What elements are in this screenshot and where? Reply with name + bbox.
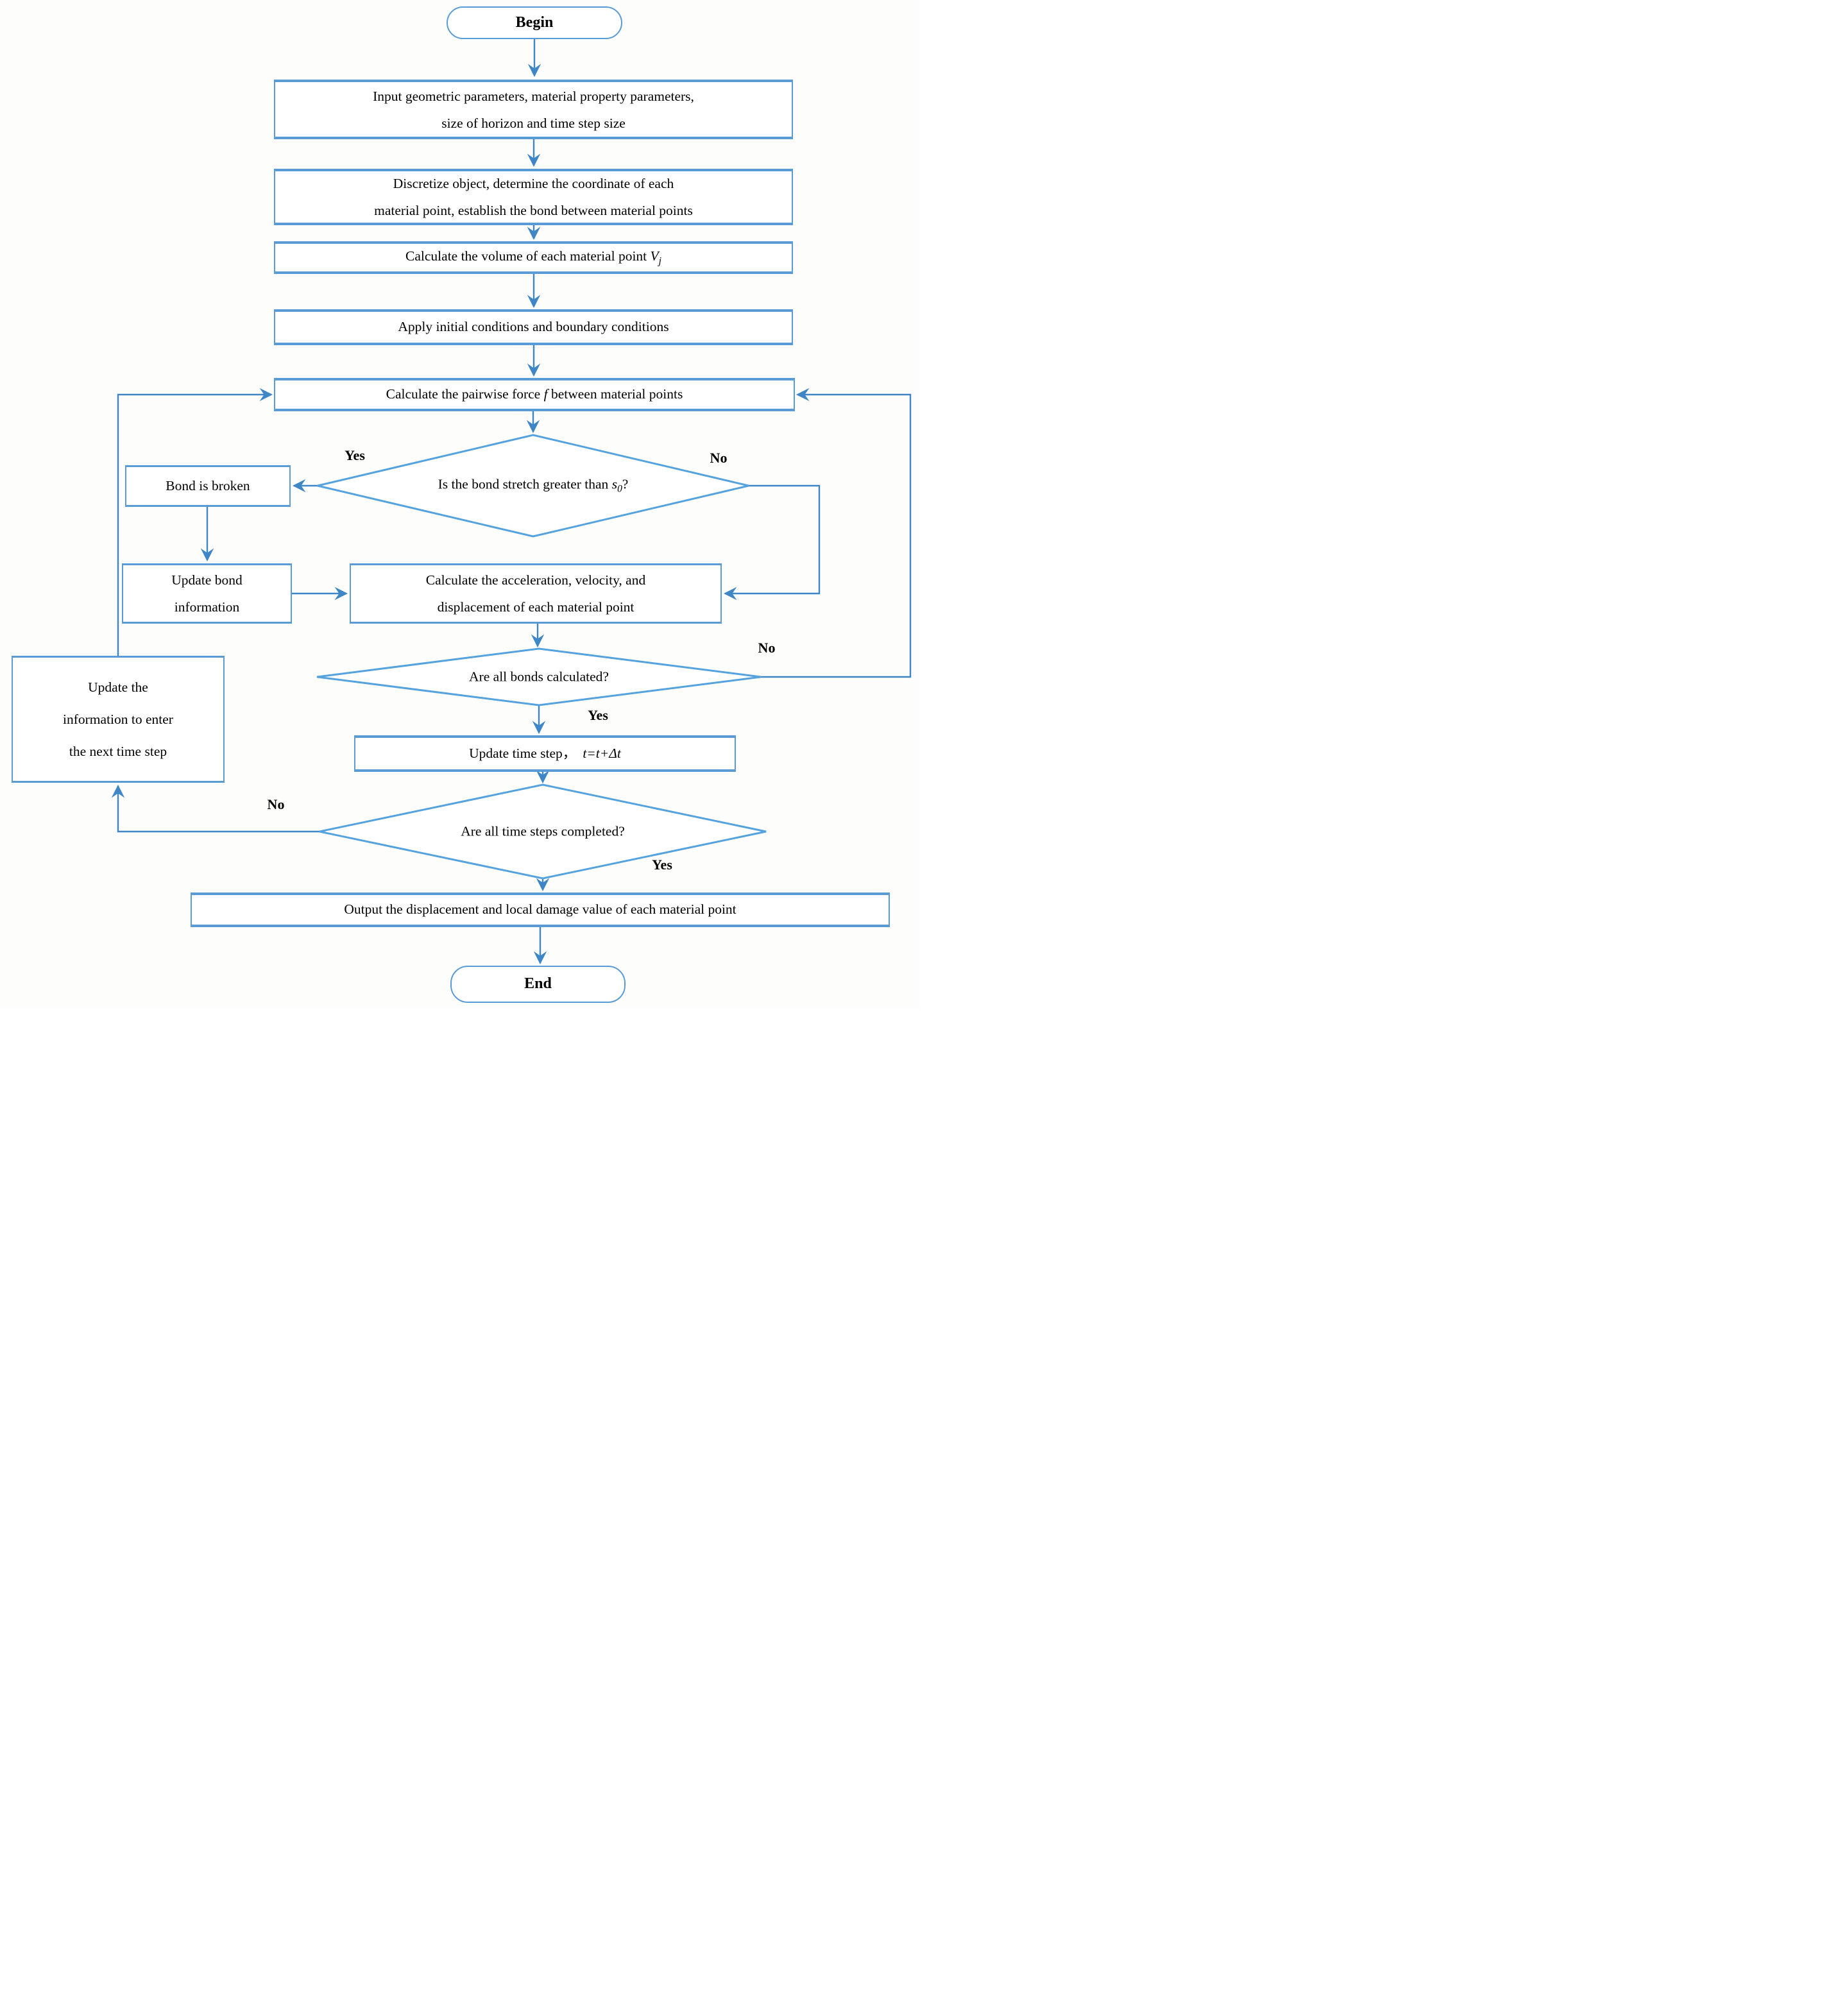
begin-terminal: Begin <box>447 6 622 39</box>
edge-label-bonds-no: No <box>758 640 776 656</box>
input-line1: Input geometric parameters, material pro… <box>373 88 694 104</box>
update-time-text: Update time step， <box>469 745 577 761</box>
update-bond-line1: Update bond <box>171 572 243 588</box>
process-update-bond: Update bond information <box>122 563 292 624</box>
edge-stretch-no-to-calc-accel <box>723 484 821 601</box>
decision-bond-stretch-label: Is the bond stretch greater than s0? <box>438 476 629 495</box>
edge-label-bonds-yes: Yes <box>588 707 608 723</box>
volume-variable: V <box>650 248 659 264</box>
process-update-info-next-step: Update the information to enter the next… <box>12 656 225 783</box>
process-pairwise-force: Calculate the pairwise force f between m… <box>274 378 795 411</box>
calc-accel-line1: Calculate the acceleration, velocity, an… <box>425 572 646 588</box>
stretch-subscript: 0 <box>617 483 622 495</box>
volume-label: Calculate the volume of each material po… <box>405 248 661 268</box>
process-discretize-object: Discretize object, determine the coordin… <box>274 169 793 225</box>
process-input-parameters: Input geometric parameters, material pro… <box>274 80 793 139</box>
apply-label: Apply initial conditions and boundary co… <box>398 319 669 335</box>
pairwise-text-post: between material points <box>547 386 683 402</box>
stretch-text: Is the bond stretch greater than <box>438 476 612 492</box>
update-time-formula: t=t+Δt <box>583 745 621 761</box>
discretize-line2: material point, establish the bond betwe… <box>374 203 693 218</box>
process-calculate-volume: Calculate the volume of each material po… <box>274 241 793 274</box>
update-time-label: Update time step， t=t+Δt <box>469 745 621 763</box>
pairwise-variable: f <box>543 386 548 402</box>
process-update-time-step: Update time step， t=t+Δt <box>354 735 736 772</box>
input-line2: size of horizon and time step size <box>441 115 626 131</box>
edge-label-steps-yes: Yes <box>652 857 672 873</box>
end-terminal: End <box>450 966 626 1003</box>
volume-subscript: j <box>658 255 661 267</box>
pairwise-text-pre: Calculate the pairwise force <box>386 386 544 402</box>
stretch-question-mark: ? <box>622 476 629 492</box>
discretize-line1: Discretize object, determine the coordin… <box>393 176 674 191</box>
flowchart-figure: Begin Input geometric parameters, materi… <box>0 0 920 1008</box>
output-label: Output the displacement and local damage… <box>344 901 737 918</box>
pairwise-label: Calculate the pairwise force f between m… <box>386 386 683 404</box>
update-info-line3: the next time step <box>69 744 167 759</box>
decision-all-bonds-label: Are all bonds calculated? <box>469 669 609 685</box>
edge-update-info-to-pairwise <box>117 388 273 656</box>
calc-accel-line2: displacement of each material point <box>437 599 635 615</box>
edge-label-stretch-no: No <box>710 450 728 466</box>
edge-steps-no-to-update-info <box>111 784 319 833</box>
decision-all-time-steps-label: Are all time steps completed? <box>461 823 625 839</box>
update-info-line1: Update the <box>88 679 148 695</box>
end-label: End <box>524 975 552 993</box>
process-calc-acceleration: Calculate the acceleration, velocity, an… <box>350 563 722 624</box>
edge-label-steps-no: No <box>267 796 285 812</box>
update-info-line2: information to enter <box>63 712 173 727</box>
process-output-results: Output the displacement and local damage… <box>191 893 890 927</box>
decision-all-time-steps <box>319 783 767 880</box>
stretch-variable: s <box>611 476 618 492</box>
connector-layer <box>111 39 912 965</box>
decision-bond-stretch <box>317 434 749 538</box>
process-apply-conditions: Apply initial conditions and boundary co… <box>274 309 793 345</box>
begin-label: Begin <box>515 13 554 31</box>
edge-label-stretch-yes: Yes <box>345 447 365 463</box>
update-bond-line2: information <box>174 599 240 615</box>
edge-bonds-no-to-pairwise <box>761 388 912 678</box>
volume-text: Calculate the volume of each material po… <box>405 248 651 264</box>
process-bond-broken: Bond is broken <box>125 465 291 507</box>
decision-all-bonds <box>316 647 762 706</box>
bond-broken-label: Bond is broken <box>166 477 250 493</box>
